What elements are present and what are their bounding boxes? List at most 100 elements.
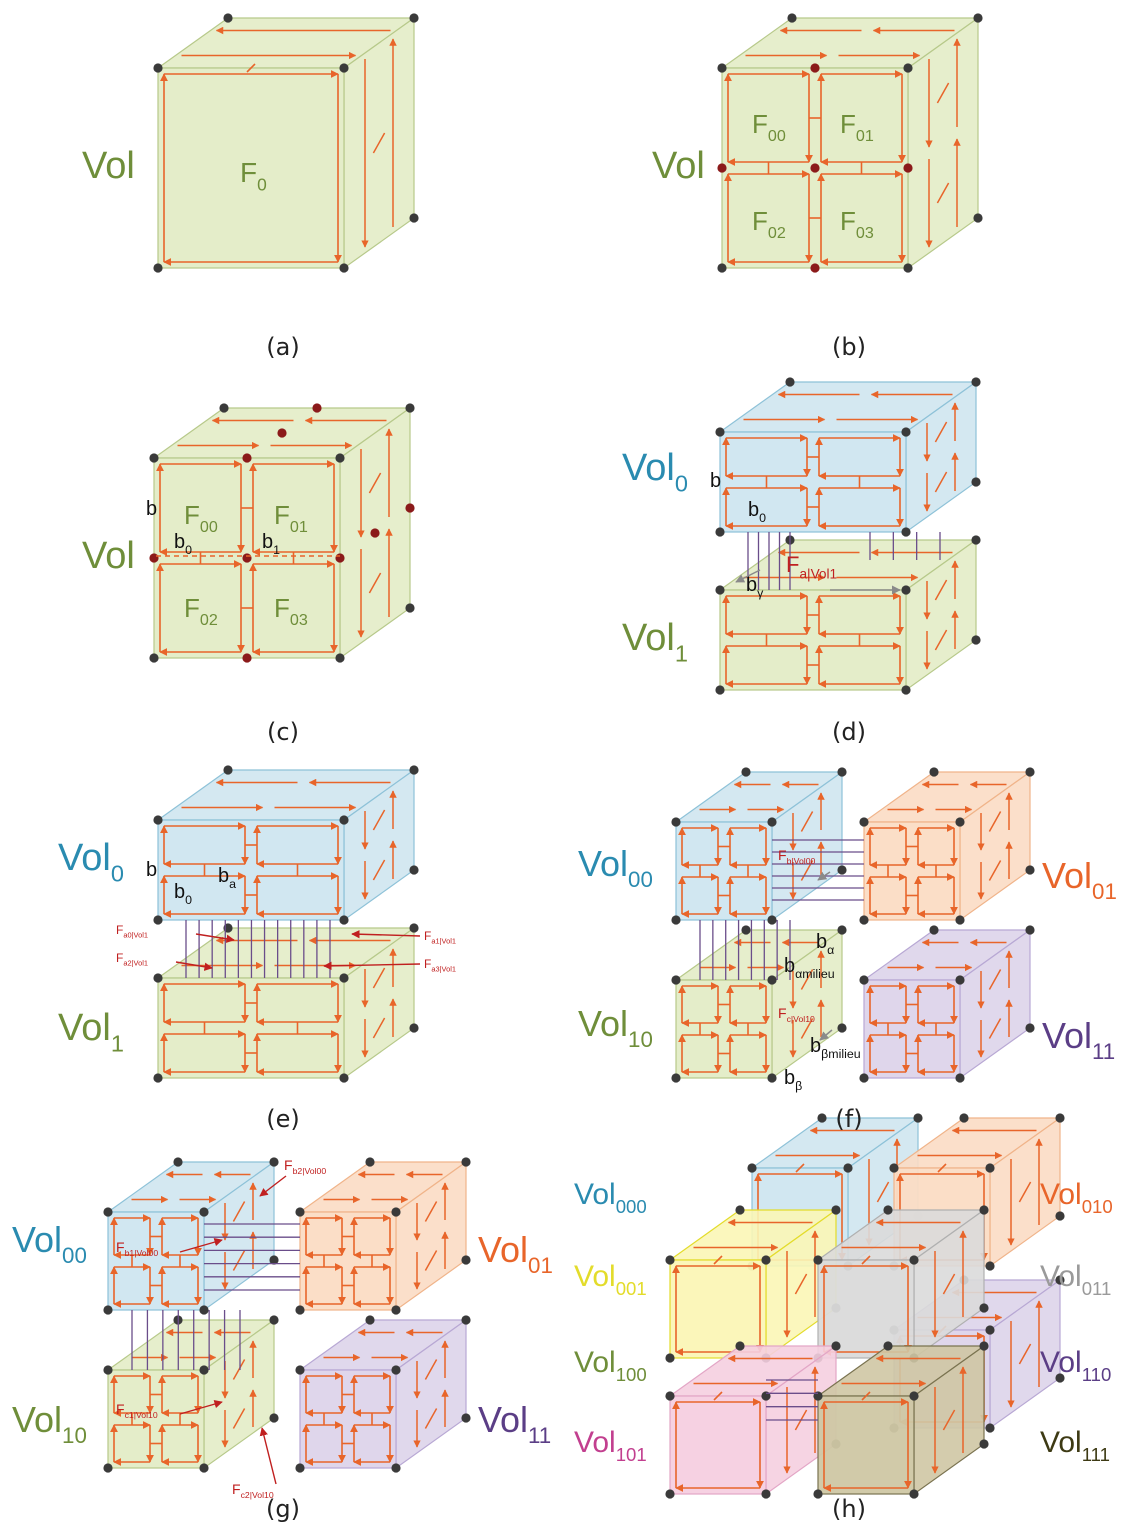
edge-tick [372, 967, 386, 989]
edge-tick [372, 859, 386, 881]
vol111-label-h: Vol111 [1040, 1426, 1110, 1465]
edge-tick [1018, 1181, 1032, 1203]
caption-d: (d) [832, 718, 866, 746]
vertex-dot [461, 1157, 471, 1167]
new-vertex-dot [242, 453, 252, 463]
cube-front-face [719, 431, 907, 533]
vertex-dot [149, 453, 159, 463]
edge-tick [988, 811, 1002, 832]
edge-tick [368, 572, 382, 594]
caption-e: (e) [266, 1105, 300, 1133]
caption-h: (h) [832, 1495, 866, 1523]
face-label-b: F02 [752, 206, 786, 242]
vertex-dot [843, 1163, 853, 1173]
edge-tick [424, 1250, 438, 1271]
new-vertex-dot [810, 163, 820, 173]
cube-vol-a [153, 13, 419, 273]
vertex-dot [903, 263, 913, 273]
vertex-dot [959, 1113, 969, 1123]
cube-vol101-h [665, 1341, 841, 1499]
vertex-dot [979, 1439, 989, 1449]
vertex-dot [409, 213, 419, 223]
vertex-dot [173, 1157, 183, 1167]
vertex-dot [339, 915, 349, 925]
vertex-dot [767, 975, 777, 985]
vertex-dot [671, 915, 681, 925]
edge-tick [800, 811, 814, 832]
vertex-dot [405, 403, 415, 413]
new-vertex-dot [312, 403, 322, 413]
edge-tick [861, 1391, 871, 1401]
cube-front-face [669, 1395, 767, 1495]
vertex-dot [761, 1489, 771, 1499]
fb2-label-g: Fb2|Vol00 [284, 1157, 326, 1176]
vertex-dot [223, 765, 233, 775]
vertex-dot [817, 1113, 827, 1123]
edge-tick [988, 1018, 1002, 1039]
vol-label-a: Vol [82, 145, 135, 187]
vertex-dot [715, 685, 725, 695]
new-vertex-dot [405, 503, 415, 513]
edge-tick [1018, 1343, 1032, 1365]
vol01-label-g: Vol01 [478, 1229, 553, 1278]
caption-b: (b) [832, 333, 866, 361]
ba-label-e: ba [218, 865, 236, 891]
edge-tick [368, 472, 382, 494]
edge-tick [936, 182, 950, 204]
b0-label-c: b0 [174, 531, 192, 557]
vertex-dot [391, 1365, 401, 1375]
vertex-dot [715, 585, 725, 595]
vertex-dot [153, 1073, 163, 1083]
vertex-dot [665, 1353, 675, 1363]
edge-tick [424, 1201, 438, 1222]
cube-front-face [675, 979, 773, 1079]
vertex-dot [339, 263, 349, 273]
edge-tick [794, 1273, 808, 1295]
vertex-dot [741, 925, 751, 935]
edge-tick [988, 969, 1002, 990]
fb-label-f: Fb|Vol00 [778, 847, 816, 866]
caption-g: (g) [266, 1495, 300, 1523]
vertex-dot [901, 427, 911, 437]
fa-label-d: Fa|Vol1 [786, 552, 837, 582]
cube-vol111-h [813, 1341, 989, 1499]
edge-tick [988, 860, 1002, 881]
edge-tick [942, 1409, 956, 1431]
edge-tick [800, 1018, 814, 1039]
vertex-dot [859, 915, 869, 925]
vertex-dot [295, 1463, 305, 1473]
vertex-dot [199, 1365, 209, 1375]
vertex-dot [1055, 1373, 1065, 1383]
b-label-c: b [146, 498, 157, 520]
vertex-dot [339, 63, 349, 73]
cube-vol01-g [295, 1157, 471, 1315]
cube-vol0-e [153, 765, 419, 925]
balphamilieu-label-f: bαmilieu [784, 955, 835, 981]
vertex-dot [365, 1315, 375, 1325]
link-layer [131, 532, 941, 1421]
cube-front-face [817, 1395, 915, 1495]
vertex-dot [409, 1023, 419, 1033]
vertex-dot [199, 1463, 209, 1473]
vertex-dot [405, 603, 415, 613]
b0-label-e: b0 [174, 881, 192, 907]
vertex-dot [665, 1391, 675, 1401]
edge-tick [934, 629, 948, 651]
vertex-dot [955, 1073, 965, 1083]
cube-vol10-f [671, 925, 847, 1083]
vertex-dot [219, 403, 229, 413]
pointer-fa1 [351, 930, 421, 939]
vertex-dot [665, 1255, 675, 1265]
vertex-dot [335, 653, 345, 663]
vertex-dot [391, 1463, 401, 1473]
vertex-dot [223, 13, 233, 23]
vol00-label-f: Vol00 [578, 843, 653, 892]
vertex-dot [715, 427, 725, 437]
vertex-dot [767, 1073, 777, 1083]
vertex-dot [715, 527, 725, 537]
vertex-dot [409, 865, 419, 875]
pointer-fb2 [259, 1175, 287, 1197]
vol010-label-h: Vol010 [1040, 1178, 1113, 1217]
vertex-dot [979, 1341, 989, 1351]
edge-tick [232, 1250, 246, 1271]
